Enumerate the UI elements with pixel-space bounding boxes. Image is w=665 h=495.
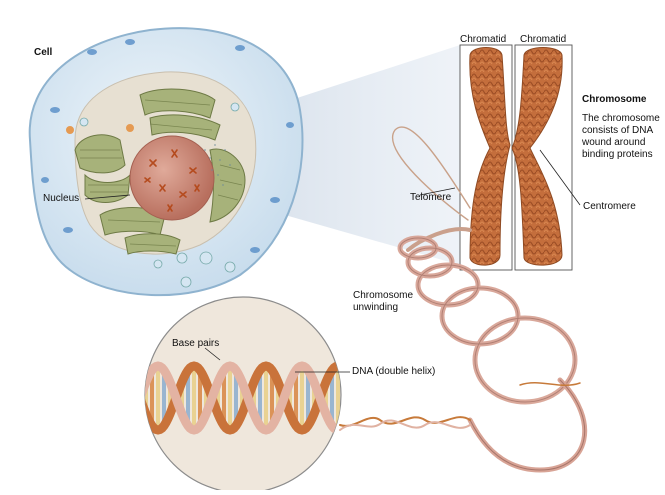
chromatid-box-left <box>459 44 513 271</box>
unwinding-label: Chromosome unwinding <box>353 290 414 313</box>
nucleus-leader <box>84 194 131 200</box>
chromosome-description: The chromosome consists of DNA wound aro… <box>582 113 660 160</box>
centromere-label: Centromere <box>583 201 636 212</box>
basepairs-leader <box>204 347 221 361</box>
nucleus-label: Nucleus <box>43 193 80 204</box>
base-pairs-label: Base pairs <box>172 338 220 349</box>
chromatid-right-label: Chromatid <box>520 34 567 45</box>
chromosome-title: Chromosome <box>582 94 647 105</box>
nucleus-chromosomes <box>144 149 200 212</box>
chromatid-left-label: Chromatid <box>460 34 507 45</box>
nucleus <box>129 135 215 221</box>
dna-coil <box>339 126 588 473</box>
centromere-leader <box>539 149 581 206</box>
cell <box>28 27 304 297</box>
double-helix <box>145 361 341 435</box>
backbone-strand-b <box>145 361 341 435</box>
dna-label: DNA (double helix) <box>352 366 436 377</box>
telomere-label: Telomere <box>410 192 452 203</box>
telomere-leader <box>419 187 456 196</box>
dna-lens <box>144 296 342 494</box>
cell-label: Cell <box>34 47 53 58</box>
chromosome <box>469 47 563 266</box>
